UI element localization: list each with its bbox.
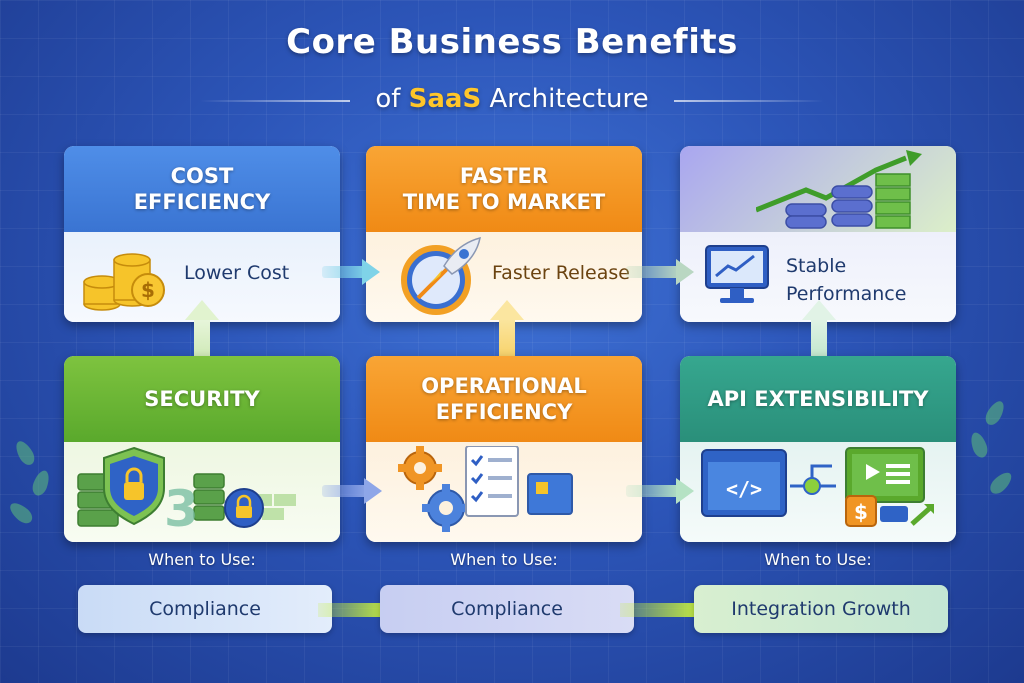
card-heading-line: EFFICIENCY [435, 400, 573, 424]
subtitle-prefix: of [375, 84, 401, 114]
play-screen-icon: $ [845, 447, 934, 527]
monitor-chart-icon [705, 245, 769, 303]
card-security: SECURITY 3 [64, 356, 340, 542]
card-api-extensibility: API EXTENSIBILITY </> $ [680, 356, 956, 542]
card-heading-line: API EXTENSIBILITY [707, 387, 929, 411]
card-body: Faster Release [366, 232, 642, 322]
svg-text:</>: </> [726, 477, 762, 501]
rocket-compass-icon [401, 236, 481, 315]
arrow-api-to-stable [802, 300, 836, 358]
arrow-operational-to-api [626, 478, 694, 504]
svg-text:$: $ [141, 278, 155, 302]
svg-text:3: 3 [164, 480, 199, 538]
card-heading: SECURITY [64, 356, 340, 442]
when-to-use-label: When to Use: [450, 550, 558, 569]
arrow-faster-to-stable [626, 259, 694, 285]
use-case-integration-growth: Integration Growth [694, 585, 948, 633]
card-body-label: Stable Performance [786, 252, 906, 308]
padlock-icon [224, 488, 264, 528]
card-faster-time-to-market: FASTER TIME TO MARKET Faster Release [366, 146, 642, 322]
use-case-compliance: Compliance [380, 585, 634, 633]
card-heading-line: COST [170, 164, 234, 188]
card-body-line: Stable [786, 255, 847, 277]
card-heading-line: EFFICIENCY [133, 190, 271, 214]
card-heading-line: SECURITY [144, 387, 260, 411]
checklist-icon [465, 446, 573, 517]
arrow-security-to-cost [185, 300, 219, 358]
when-to-use-label: When to Use: [148, 550, 256, 569]
card-body-label: Faster Release [492, 262, 630, 284]
subtitle-suffix: Architecture [489, 84, 649, 114]
subtitle-accent: SaaS [408, 84, 482, 114]
card-heading: OPERATIONAL EFFICIENCY [366, 356, 642, 442]
server-growth-icon [756, 150, 922, 229]
card-body: </> $ [680, 442, 956, 542]
card-heading: COST EFFICIENCY [64, 146, 340, 232]
card-body-line: Performance [786, 283, 907, 305]
card-operational-efficiency: OPERATIONAL EFFICIENCY [366, 356, 642, 542]
card-body: Stable Performance [680, 232, 956, 322]
code-window-icon: </> [701, 449, 787, 517]
arrow-cost-to-faster [322, 259, 380, 285]
use-case-compliance: Compliance [78, 585, 332, 633]
card-body-label: Lower Cost [184, 262, 290, 284]
card-stable-performance: Stable Performance [680, 146, 956, 322]
card-heading-line: FASTER [459, 164, 549, 188]
subtitle-divider-right [674, 100, 824, 102]
subtitle-divider-left [200, 100, 350, 102]
coins-icon: $ [83, 253, 165, 311]
card-body: 3 [64, 442, 340, 542]
page-subtitle: of SaaS Architecture [0, 84, 1024, 114]
card-heading-line: TIME TO MARKET [402, 190, 606, 214]
card-heading-line: OPERATIONAL [421, 374, 587, 398]
connector-node-icon [790, 464, 836, 495]
card-heading: API EXTENSIBILITY [680, 356, 956, 442]
card-body [366, 442, 642, 542]
arrow-operational-to-faster [490, 300, 524, 358]
arrow-security-to-operational [322, 478, 382, 504]
card-heading [680, 146, 956, 232]
card-heading: FASTER TIME TO MARKET [366, 146, 642, 232]
when-to-use-label: When to Use: [764, 550, 872, 569]
page-title: Core Business Benefits [286, 22, 738, 62]
svg-text:$: $ [854, 500, 868, 524]
shield-lock-icon: 3 [77, 446, 296, 538]
card-cost-efficiency: COST EFFICIENCY $ Lower Cost [64, 146, 340, 322]
